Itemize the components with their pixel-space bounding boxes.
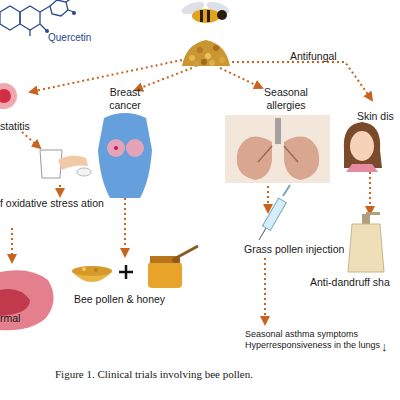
text-label: Skin dis — [357, 110, 394, 123]
torso-illustration — [98, 113, 152, 198]
hand-pill-illustration — [40, 150, 91, 178]
syringe-illustration — [259, 185, 290, 240]
text-label: Grass pollen injection — [244, 243, 344, 256]
honey-jar — [148, 246, 198, 288]
text-label: Quercetin — [48, 32, 91, 44]
figure-caption: Figure 1. Clinical trials involving bee … — [55, 368, 253, 381]
text-label: rmal — [0, 312, 20, 325]
text-label: statitis — [0, 120, 30, 133]
text-label: Antifungal — [290, 50, 337, 63]
shampoo-bottle — [348, 212, 384, 272]
plus-sign — [119, 265, 133, 279]
text-label: Bee pollen & honey — [74, 293, 165, 306]
lungs-illustration — [225, 115, 330, 183]
woman-illustration — [344, 122, 382, 172]
text-label: Breast cancer — [100, 86, 150, 111]
text-label: Seasonal allergies — [254, 86, 318, 111]
atom-labels — [45, 11, 76, 33]
bee-pollen-pile — [182, 40, 230, 67]
pollen-bowl — [72, 266, 112, 282]
bee-illustration — [180, 0, 231, 23]
bladder-illustration — [0, 270, 54, 330]
text-label: Seasonal asthma symptoms Hyperresponsive… — [245, 329, 395, 351]
text-label: Anti-dandruff sha — [310, 276, 390, 289]
quercetin-structure — [0, 0, 74, 36]
text-label: f oxidative stress ation — [0, 197, 112, 210]
prostate-icon — [0, 83, 17, 109]
text-label: ↓ — [381, 339, 388, 355]
